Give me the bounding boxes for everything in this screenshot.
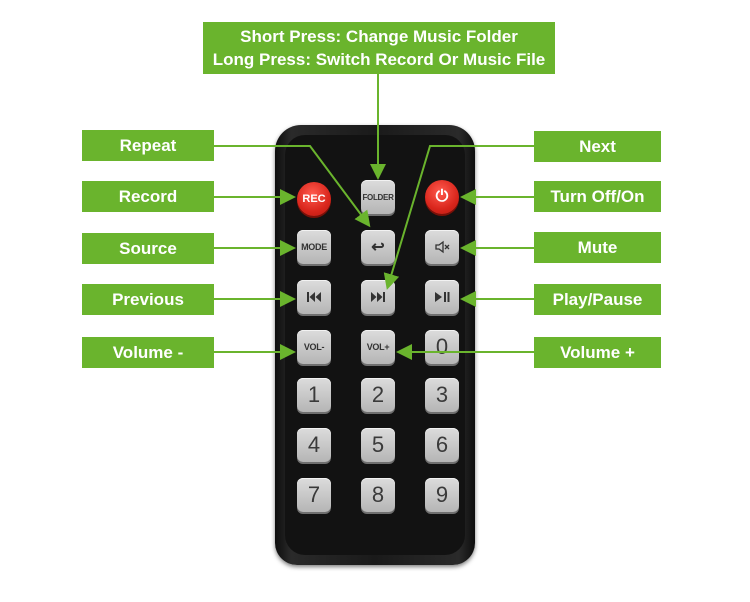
volume-minus-label: Volume - bbox=[82, 337, 214, 368]
previous-icon bbox=[307, 292, 321, 302]
volume-plus-button[interactable]: VOL+ bbox=[361, 330, 395, 364]
next-label: Next bbox=[534, 131, 661, 162]
repeat-label: Repeat bbox=[82, 130, 214, 161]
number-4-button[interactable]: 4 bbox=[297, 428, 331, 462]
number-6-button[interactable]: 6 bbox=[425, 428, 459, 462]
number-1-button[interactable]: 1 bbox=[297, 378, 331, 412]
rec-button[interactable]: REC bbox=[297, 182, 331, 216]
next-button[interactable] bbox=[361, 280, 395, 314]
number-3-button[interactable]: 3 bbox=[425, 378, 459, 412]
play-pause-label: Play/Pause bbox=[534, 284, 661, 315]
mute-button[interactable] bbox=[425, 230, 459, 264]
repeat-icon: ↩ bbox=[371, 239, 385, 256]
number-5-button[interactable]: 5 bbox=[361, 428, 395, 462]
power-button[interactable]: ⏻ bbox=[425, 180, 459, 214]
repeat-button[interactable]: ↩ bbox=[361, 230, 395, 264]
play-pause-button[interactable] bbox=[425, 280, 459, 314]
number-0-button[interactable]: 0 bbox=[425, 330, 459, 364]
number-7-button[interactable]: 7 bbox=[297, 478, 331, 512]
volume-plus-label: Volume + bbox=[534, 337, 661, 368]
power-icon: ⏻ bbox=[435, 188, 449, 205]
folder-button[interactable]: FOLDER bbox=[361, 180, 395, 214]
next-icon bbox=[371, 292, 385, 302]
number-8-button[interactable]: 8 bbox=[361, 478, 395, 512]
play-pause-icon bbox=[435, 292, 450, 302]
source-label: Source bbox=[82, 233, 214, 264]
mode-button[interactable]: MODE bbox=[297, 230, 331, 264]
turn-off-on-label: Turn Off/On bbox=[534, 181, 661, 212]
number-2-button[interactable]: 2 bbox=[361, 378, 395, 412]
mute-label: Mute bbox=[534, 232, 661, 263]
number-9-button[interactable]: 9 bbox=[425, 478, 459, 512]
previous-label: Previous bbox=[82, 284, 214, 315]
record-label: Record bbox=[82, 181, 214, 212]
previous-button[interactable] bbox=[297, 280, 331, 314]
volume-minus-button[interactable]: VOL- bbox=[297, 330, 331, 364]
mute-icon bbox=[435, 240, 450, 254]
folder-short-press-text: Short Press: Change Music Folder bbox=[240, 27, 518, 46]
folder-long-press-text: Long Press: Switch Record Or Music File bbox=[212, 50, 546, 69]
folder-description-label: Short Press: Change Music Folder Long Pr… bbox=[203, 22, 555, 74]
